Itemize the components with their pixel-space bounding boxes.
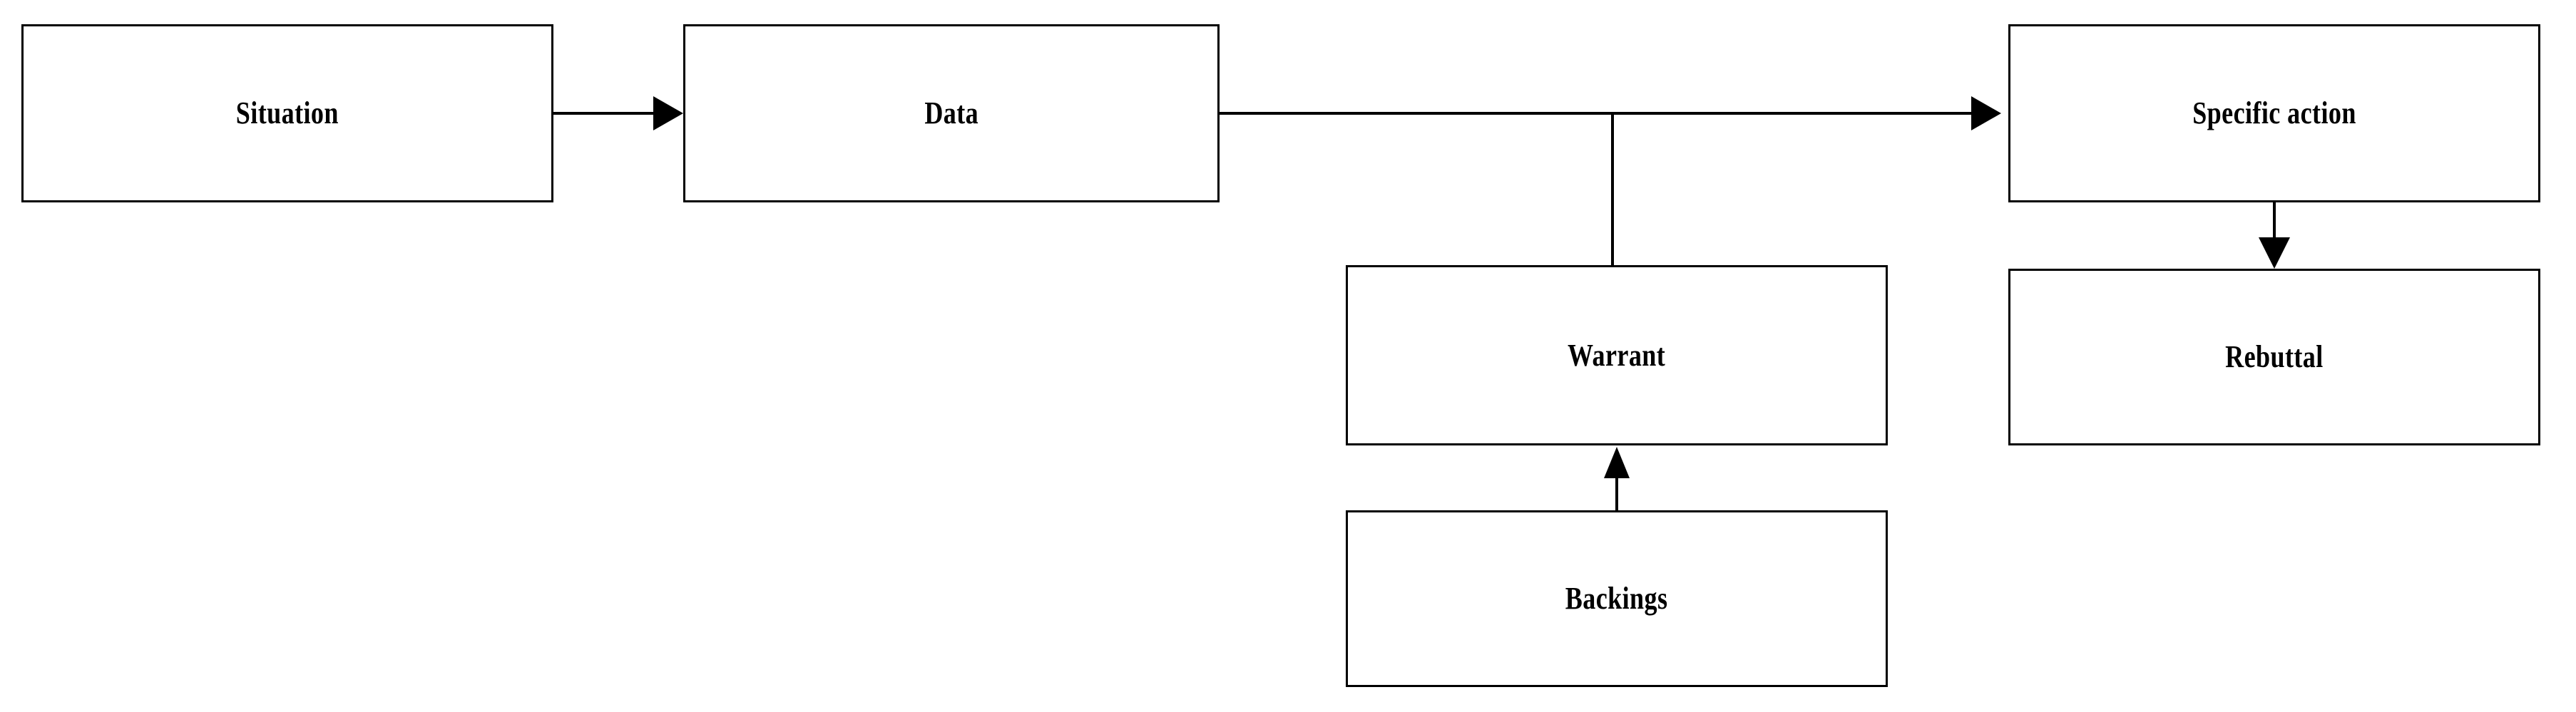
node-backings-label: Backings xyxy=(1565,581,1668,616)
arrow-right-icon xyxy=(653,96,683,130)
node-specific-action[interactable]: Specific action xyxy=(2008,24,2540,202)
node-situation-label: Situation xyxy=(235,96,339,130)
arrow-up-icon xyxy=(1604,447,1630,478)
node-warrant-label: Warrant xyxy=(1568,337,1666,373)
edge-line xyxy=(1611,112,1614,267)
node-specific-action-label: Specific action xyxy=(2192,96,2356,130)
node-data[interactable]: Data xyxy=(683,24,1220,202)
edge-line xyxy=(2273,202,2276,242)
arrow-down-icon xyxy=(2259,237,2290,269)
node-backings[interactable]: Backings xyxy=(1346,510,1888,687)
node-rebuttal-label: Rebuttal xyxy=(2225,339,2324,374)
node-rebuttal[interactable]: Rebuttal xyxy=(2008,269,2540,445)
edge-line xyxy=(1220,112,1976,115)
arrow-right-icon xyxy=(1971,96,2001,130)
edge-line xyxy=(553,112,660,115)
node-situation[interactable]: Situation xyxy=(21,24,553,202)
edge-line xyxy=(1615,478,1618,512)
node-warrant[interactable]: Warrant xyxy=(1346,265,1888,445)
node-data-label: Data xyxy=(924,96,978,130)
